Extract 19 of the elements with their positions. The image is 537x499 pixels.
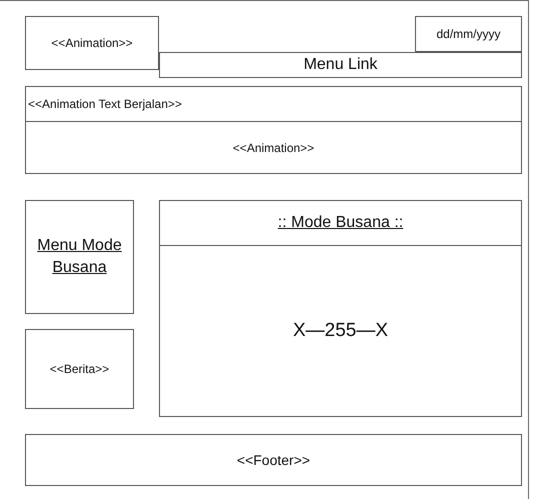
panel-label: X—255—X: [292, 320, 388, 342]
panel-label: <<Animation>>: [232, 140, 314, 154]
panel-label: dd/mm/yyyy: [436, 27, 500, 41]
menu-panel: [25, 200, 134, 314]
animation-panel: [25, 16, 159, 70]
panel-label: <<Animation>>: [51, 36, 133, 50]
menu-link-bar: [159, 52, 522, 78]
date-panel: [415, 16, 522, 52]
animation-banner: [25, 121, 522, 174]
panel-heading: :: Mode Busana ::: [278, 214, 404, 232]
panel-label: <<Berita>>: [50, 362, 110, 376]
news-panel: [25, 329, 134, 409]
running-text-bar: [25, 86, 522, 122]
panel-label: <<Footer>>: [236, 452, 310, 468]
panel-label: <<Animation Text Berjalan>>: [28, 97, 182, 111]
footer-bar: [25, 434, 522, 486]
content-panel: [159, 200, 522, 417]
panel-label: Menu Link: [304, 56, 378, 74]
panel-label: Menu Mode Busana: [36, 236, 123, 278]
